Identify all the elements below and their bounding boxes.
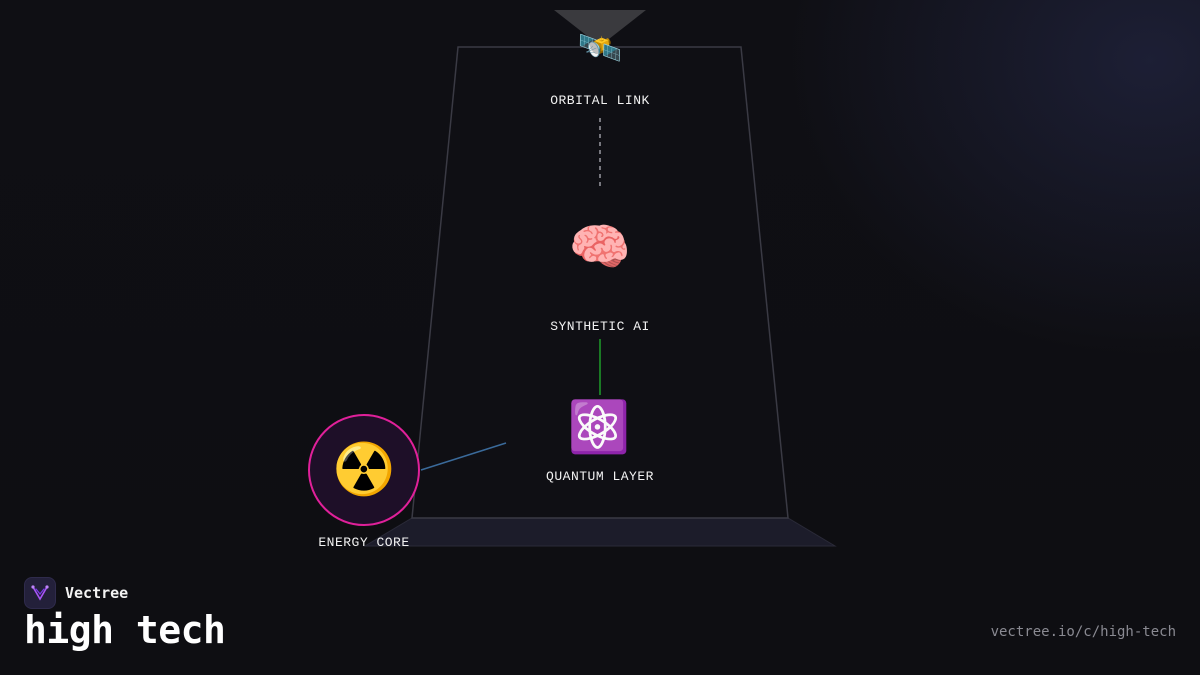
vectree-logo-icon — [24, 577, 56, 609]
node-label-quantum-layer: QUANTUM LAYER — [546, 469, 654, 484]
brand-name: Vectree — [65, 584, 129, 602]
node-label-synthetic-ai: SYNTHETIC AI — [550, 319, 650, 334]
node-label-orbital-link: ORBITAL LINK — [550, 93, 650, 108]
frame-outline — [411, 46, 789, 519]
atom-icon: ⚛️ — [567, 398, 631, 456]
edge-core-to-quantum — [420, 442, 507, 471]
energy-core-node — [308, 414, 420, 526]
page-title: high tech — [24, 608, 226, 652]
satellite-icon: 🛰️ — [577, 28, 623, 69]
radioactive-icon: ☢️ — [332, 440, 396, 498]
base-platform — [363, 517, 837, 547]
node-label-energy-core: ENERGY CORE — [318, 535, 410, 550]
page-url: vectree.io/c/high-tech — [990, 624, 1176, 640]
top-funnel — [554, 10, 646, 46]
brand: Vectree — [24, 577, 128, 609]
brain-icon: 🧠 — [568, 218, 632, 276]
